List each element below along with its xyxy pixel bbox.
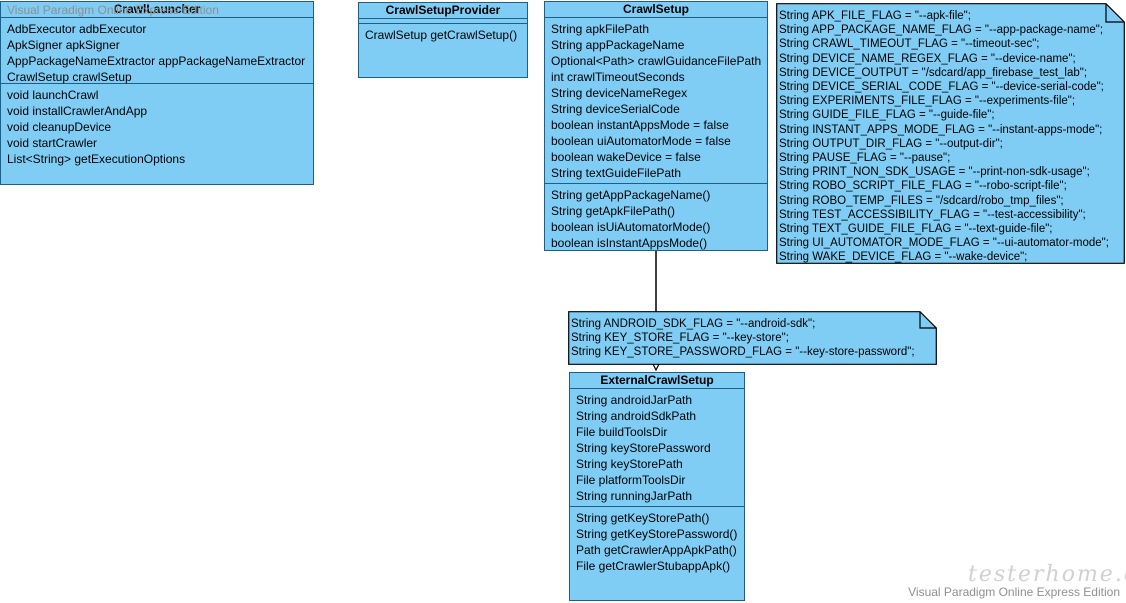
class-title: CrawlLauncher (1, 2, 313, 18)
note-line: String EXPERIMENTS_FILE_FLAG = "--experi… (779, 95, 1076, 108)
member-line: AppPackageNameExtractor appPackageNameEx… (7, 54, 306, 68)
note-line: String INSTANT_APPS_MODE_FLAG = "--insta… (779, 123, 1103, 136)
attribute-list (359, 19, 527, 24)
member-line: File getCrawlerStubappApk() (576, 559, 731, 573)
member-line: boolean isInstantAppsMode() (551, 236, 708, 250)
member-line: boolean uiAutomatorMode = false (551, 134, 731, 148)
member-line: File platformToolsDir (576, 473, 686, 487)
note-line: String APP_PACKAGE_NAME_FLAG = "--app-pa… (779, 24, 1104, 37)
member-line: void startCrawler (7, 136, 98, 150)
note-shape-icon (776, 3, 1125, 264)
member-line: String androidSdkPath (576, 409, 697, 423)
note-line: String UI_AUTOMATOR_MODE_FLAG = "--ui-au… (779, 237, 1109, 250)
watermark-site: testerhome.com (968, 562, 1126, 587)
member-line: CrawlSetup getCrawlSetup() (365, 28, 518, 42)
member-line: Path getCrawlerAppApkPath() (576, 543, 737, 557)
note-line: String DEVICE_SERIAL_CODE_FLAG = "--devi… (779, 81, 1104, 94)
operation-list: CrawlSetup getCrawlSetup() (359, 24, 527, 46)
note-line: String ANDROID_SDK_FLAG = "--android-sdk… (571, 318, 816, 330)
member-line: String keyStorePath (576, 457, 683, 471)
member-line: File buildToolsDir (576, 425, 668, 439)
note-line: String ROBO_SCRIPT_FILE_FLAG = "--robo-s… (779, 180, 1067, 193)
member-line: boolean isUiAutomatorMode() (551, 220, 711, 234)
member-line: String getApkFilePath() (551, 204, 676, 218)
watermark-bottom: Visual Paradigm Online Express Edition (908, 585, 1120, 599)
note-text: String ANDROID_SDK_FLAG = "--android-sdk… (568, 311, 937, 360)
member-line: String getKeyStorePath() (576, 511, 710, 525)
note-text: String APK_FILE_FLAG = "--apk-file"; Stri… (776, 3, 1125, 265)
class-title: CrawlSetup (545, 2, 767, 18)
member-line: boolean wakeDevice = false (551, 150, 701, 164)
note-line: String APK_FILE_FLAG = "--apk-file"; (779, 10, 971, 22)
note-line: String WAKE_DEVICE_FLAG = "--wake-device… (779, 251, 1028, 264)
member-line: AdbExecutor adbExecutor (7, 22, 147, 36)
class-title: ExternalCrawlSetup (570, 373, 744, 389)
member-line: String keyStorePassword (576, 441, 711, 455)
note-line: String OUTPUT_DIR_FLAG = "--output-dir"; (779, 137, 1003, 150)
class-crawl-setup-provider[interactable]: CrawlSetupProvider CrawlSetup getCrawlSe… (358, 2, 528, 78)
member-line: String runningJarPath (576, 489, 693, 503)
member-line: String appPackageName (551, 38, 685, 52)
operation-list: String getKeyStorePath() String getKeySto… (570, 507, 744, 577)
note-line: String ROBO_TEMP_FILES = "/sdcard/robo_t… (779, 194, 1064, 207)
class-external-crawl-setup[interactable]: ExternalCrawlSetup String androidJarPath… (569, 372, 745, 601)
note-line: String TEST_ACCESSIBILITY_FLAG = "--test… (779, 208, 1086, 221)
note-line: String KEY_STORE_PASSWORD_FLAG = "--key-… (571, 346, 915, 359)
note-line: String KEY_STORE_FLAG = "--key-store"; (571, 332, 789, 345)
note-shape-icon (568, 311, 937, 365)
member-line: ApkSigner apkSigner (7, 38, 120, 52)
member-line: int crawlTimeoutSeconds (551, 70, 685, 84)
note-line: String DEVICE_OUTPUT = "/sdcard/app_fire… (779, 66, 1088, 79)
note-line: String GUIDE_FILE_FLAG = "--guide-file"; (779, 109, 995, 122)
member-line: String textGuideFilePath (551, 166, 682, 180)
member-line: void launchCrawl (7, 88, 99, 102)
member-line: CrawlSetup crawlSetup (7, 70, 132, 84)
note-line: String PAUSE_FLAG = "--pause"; (779, 152, 951, 165)
note-crawl-setup-flags[interactable]: String APK_FILE_FLAG = "--apk-file"; Stri… (776, 3, 1125, 264)
operation-list: void launchCrawl void installCrawlerAndAp… (1, 84, 313, 170)
member-line: String androidJarPath (576, 393, 693, 407)
class-title: CrawlSetupProvider (359, 3, 527, 19)
member-line: String deviceSerialCode (551, 102, 680, 116)
note-line: String TEXT_GUIDE_FILE_FLAG = "--text-gu… (779, 223, 1053, 236)
member-line: boolean instantAppsMode = false (551, 118, 729, 132)
note-line: String DEVICE_NAME_REGEX_FLAG = "--devic… (779, 52, 1076, 65)
member-line: String deviceNameRegex (551, 86, 688, 100)
note-line: String CRAWL_TIMEOUT_FLAG = "--timeout-s… (779, 38, 1040, 51)
note-external-flags[interactable]: String ANDROID_SDK_FLAG = "--android-sdk… (568, 311, 937, 365)
member-line: Optional<Path> crawlGuidanceFilePath (551, 54, 762, 68)
note-line: String PRINT_NON_SDK_USAGE = "--print-no… (779, 166, 1090, 179)
member-line: String getKeyStorePassword() (576, 527, 738, 541)
member-line: List<String> getExecutionOptions (7, 152, 186, 166)
member-line: void installCrawlerAndApp (7, 104, 148, 118)
member-line: String apkFilePath (551, 22, 650, 36)
member-line: String getAppPackageName() (551, 188, 711, 202)
operation-list: String getAppPackageName() String getApkF… (545, 184, 767, 254)
member-line: void cleanupDevice (7, 120, 112, 134)
